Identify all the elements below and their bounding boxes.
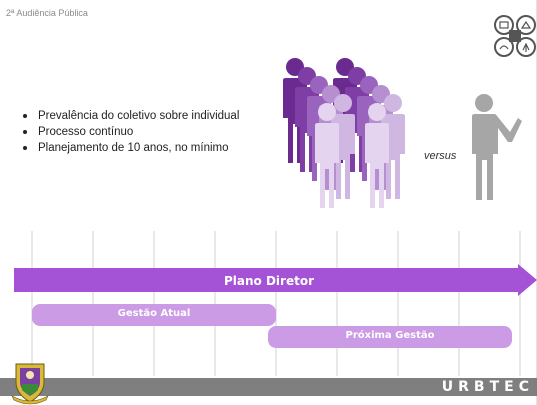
bullet-item: Processo contínuo <box>20 124 239 140</box>
footer-brand: URBTEC <box>441 379 534 395</box>
people-crowd-icon <box>283 58 405 208</box>
person-pointing-icon <box>472 94 522 200</box>
plano-diretor-label: Plano Diretor <box>224 274 314 288</box>
proxima-gestao-bar <box>268 326 512 348</box>
bullet-list: Prevalência do coletivo sobre individual… <box>20 108 239 156</box>
timeline-gridlines <box>31 231 521 376</box>
versus-label: versus <box>424 150 457 162</box>
bullet-item: Planejamento de 10 anos, no mínimo <box>20 140 239 156</box>
gestao-atual-label: Gestão Atual <box>117 308 191 319</box>
quad-circle-logo-icon <box>494 15 536 57</box>
municipal-crest-icon <box>11 363 49 405</box>
bullet-item: Prevalência do coletivo sobre individual <box>20 108 239 124</box>
footer-bar <box>0 378 537 396</box>
timeline-diagram <box>14 231 537 376</box>
proxima-gestao-label: Próxima Gestão <box>345 330 435 341</box>
header-label: 2ª Audiência Pública <box>6 8 88 18</box>
gestao-atual-bar <box>32 304 276 326</box>
plano-diretor-arrow <box>14 264 537 296</box>
